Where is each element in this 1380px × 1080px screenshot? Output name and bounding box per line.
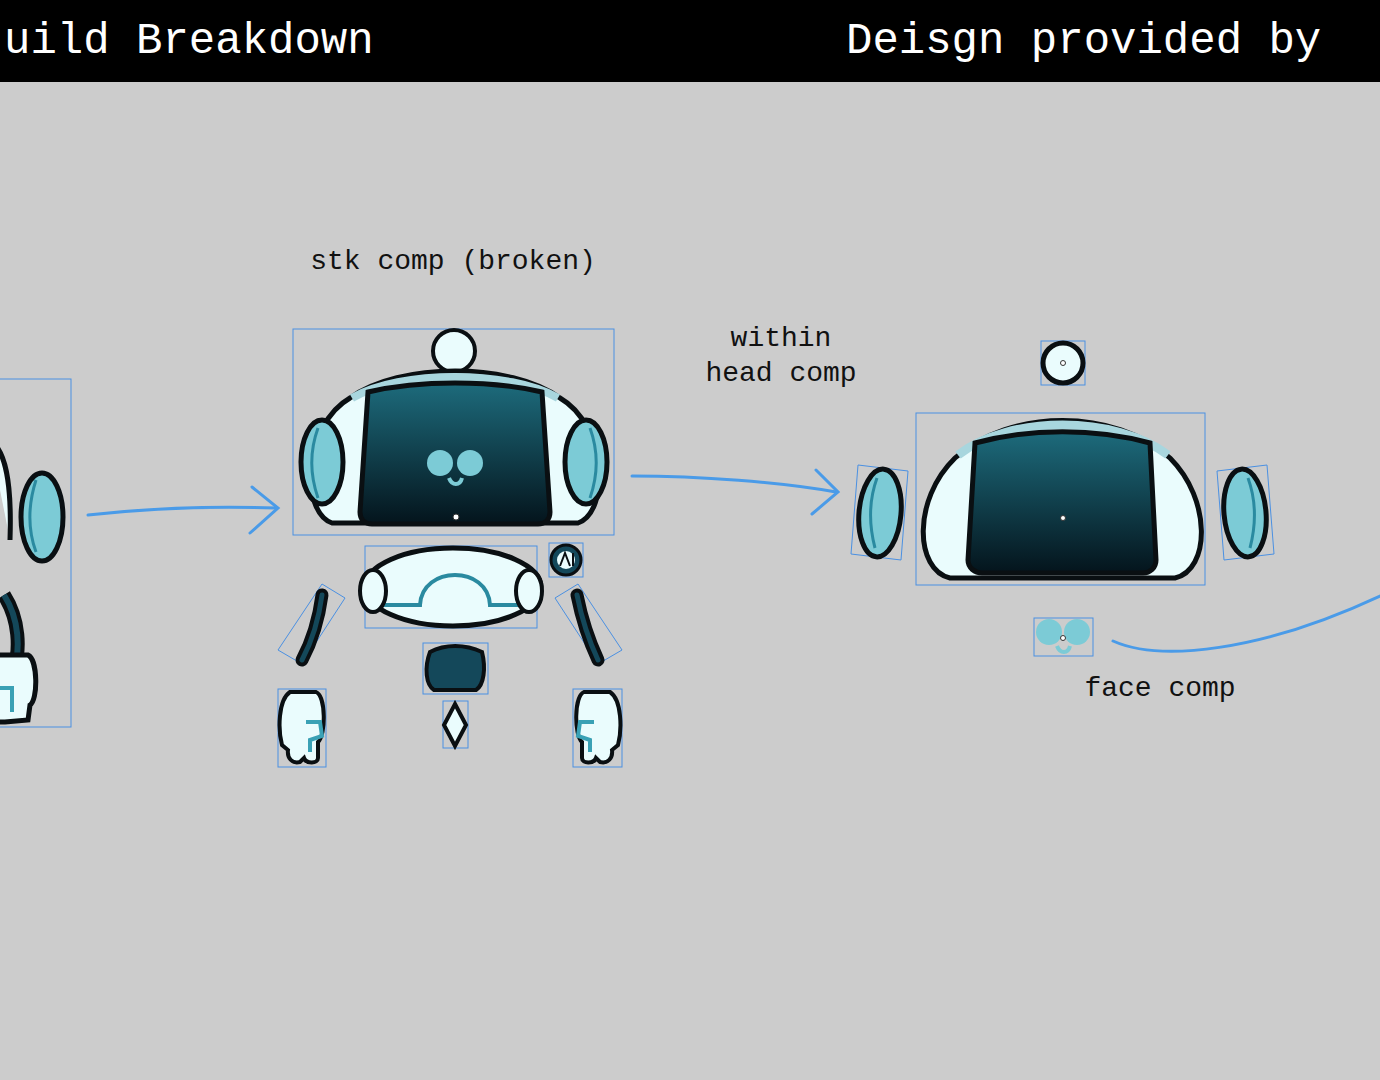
header-credit: Deisgn provided by: [846, 14, 1376, 69]
part-label: stk comp (broken): [273, 244, 633, 279]
header-title: uild Breakdown: [4, 14, 524, 69]
arrow: [88, 487, 278, 533]
arrow: [632, 470, 838, 514]
leader-curve: [1113, 596, 1380, 651]
stk-comp-parts: [278, 329, 622, 767]
header-bar: [0, 0, 1380, 82]
left-robot: [0, 379, 71, 727]
part-label: face comp: [1060, 671, 1260, 706]
part-label: within head comp: [696, 321, 866, 391]
head-comp-parts: [851, 341, 1274, 656]
